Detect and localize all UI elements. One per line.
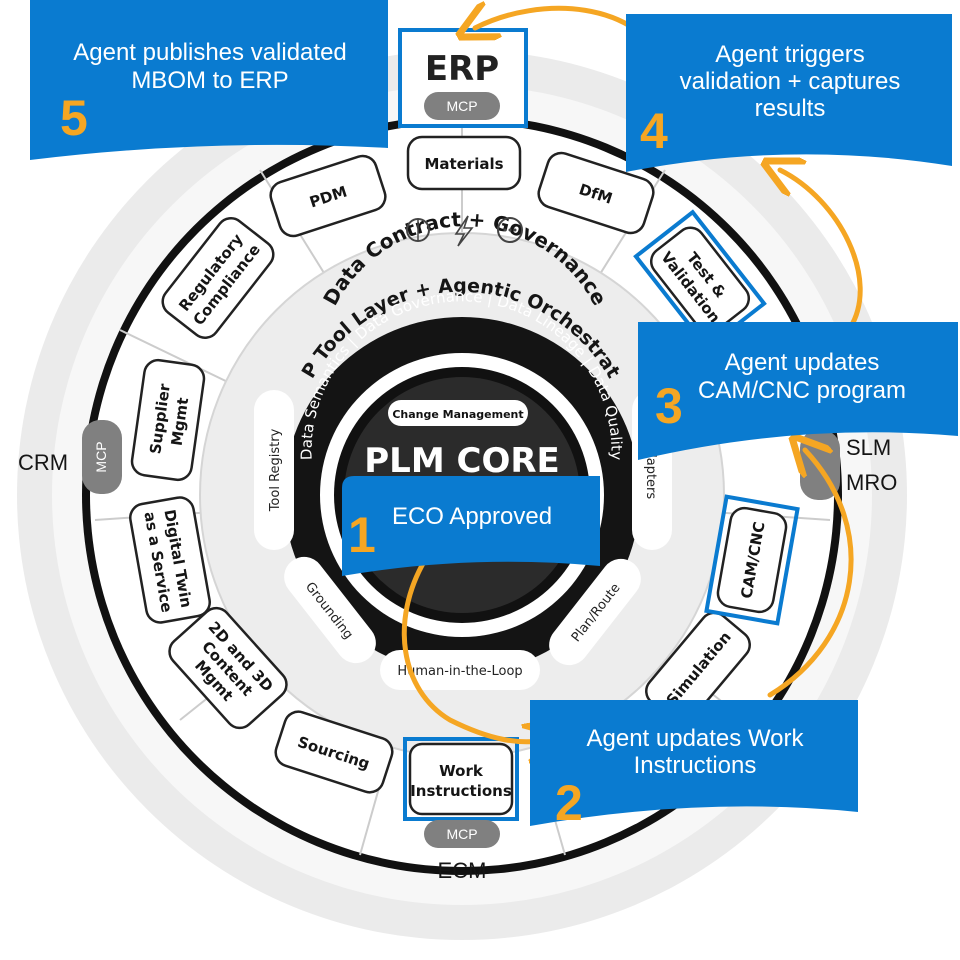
callout-2-line-2: Instructions — [634, 752, 757, 779]
callout-1-line-1: ECO Approved — [392, 503, 552, 530]
mcp-badge-erp — [424, 92, 500, 120]
callout-3: Agent updates CAM/CNC program 3 — [638, 322, 958, 460]
callout-4-line-2: validation + captures — [680, 68, 901, 95]
arrow-1-to-2 — [401, 557, 545, 742]
work-instructions-highlight — [403, 737, 519, 821]
mcp-badge-ecm: MCP — [424, 820, 500, 848]
slm-label: SLM — [846, 435, 891, 460]
erp-system[interactable]: ERP MCP — [398, 28, 528, 128]
module-work-label-1: Work — [439, 762, 484, 780]
svg-text:Tool Registry: Tool Registry — [268, 428, 283, 512]
callout-5: Agent publishes validated MBOM to ERP 5 — [30, 0, 388, 160]
arrow-2-to-3 — [767, 450, 854, 698]
callout-5-line-2: MBOM to ERP — [131, 67, 288, 94]
module-work-label-2: Instructions — [410, 782, 512, 800]
module-pdm[interactable]: PDM — [267, 152, 389, 239]
callout-5-number: 5 — [60, 90, 88, 146]
module-content-mgmt[interactable]: 2D and 3D Content Mgmt — [164, 602, 292, 733]
module-work-instructions[interactable]: Work Instructions — [403, 737, 519, 821]
mcp-badge-crm: MCP — [82, 420, 122, 494]
svg-text:Human-in-the-Loop: Human-in-the-Loop — [397, 664, 522, 679]
arrow-3-to-4 — [780, 170, 863, 331]
callout-5-line-1: Agent publishes validated — [73, 39, 347, 66]
module-cam-cnc[interactable]: CAM/CNC — [716, 506, 789, 614]
module-materials-label: Materials — [424, 155, 503, 173]
callout-1-number: 1 — [348, 507, 376, 563]
pill-tool-registry: Tool Registry — [254, 390, 294, 550]
callout-1: ECO Approved 1 — [342, 476, 600, 576]
mcp-label-erp: MCP — [446, 98, 477, 114]
svg-text:MCP: MCP — [446, 826, 477, 842]
ecm-label: ECM — [438, 858, 487, 883]
callout-2-line-1: Agent updates Work — [586, 725, 804, 752]
module-simulation[interactable]: Simulation — [641, 607, 756, 729]
callout-4-line-3: results — [755, 95, 826, 122]
erp-label: ERP — [425, 49, 499, 89]
module-regulatory-compliance[interactable]: Regulatory Compliance — [157, 213, 279, 344]
plm-core-title: PLM CORE — [364, 441, 560, 481]
lightning-icon — [454, 215, 474, 247]
mro-label: MRO — [846, 470, 897, 495]
callout-4-line-1: Agent triggers — [715, 41, 864, 68]
change-management-badge — [388, 400, 528, 426]
callout-3-line-1: Agent updates — [725, 349, 880, 376]
svg-text:MCP: MCP — [93, 441, 109, 472]
callout-3-line-2: CAM/CNC program — [698, 377, 906, 404]
callout-4-number: 4 — [640, 103, 668, 159]
crm-label: CRM — [18, 450, 68, 475]
module-digital-twin[interactable]: Digital Twin as a Service — [128, 495, 212, 624]
callout-2: Agent updates Work Instructions 2 — [530, 700, 858, 831]
module-materials[interactable]: Materials — [406, 135, 522, 191]
brain-icon — [406, 218, 430, 242]
pill-human-in-the-loop: Human-in-the-Loop — [380, 650, 540, 690]
cam-cnc-highlight — [704, 494, 800, 626]
callout-2-number: 2 — [555, 775, 583, 831]
change-management-label: Change Management — [392, 408, 523, 421]
callout-3-number: 3 — [655, 378, 683, 434]
module-sourcing[interactable]: Sourcing — [272, 708, 396, 796]
chat-icon — [497, 217, 523, 243]
module-supplier-mgmt[interactable]: Supplier Mgmt — [130, 358, 206, 482]
workflow-arrows — [401, 8, 863, 742]
callout-4: Agent triggers validation + captures res… — [626, 14, 952, 172]
module-dfm[interactable]: DfM — [535, 149, 657, 236]
